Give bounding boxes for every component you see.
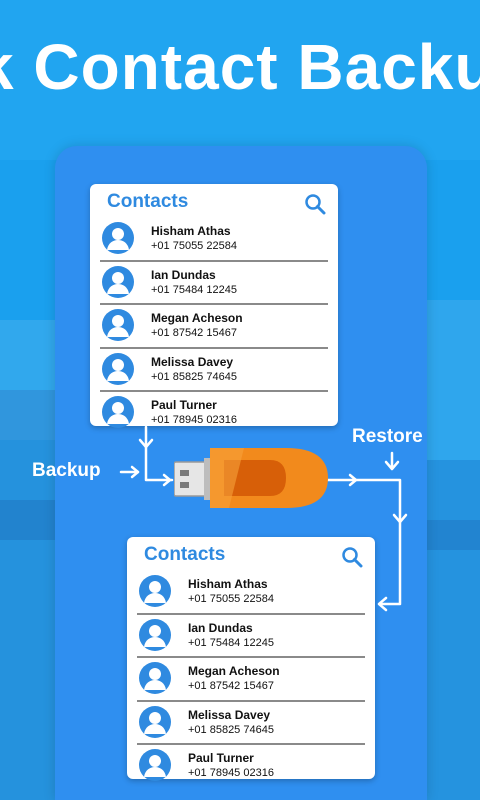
- contact-name: Ian Dundas: [188, 620, 253, 635]
- contact-name: Paul Turner: [151, 398, 217, 413]
- search-icon[interactable]: [341, 546, 363, 568]
- arrow-head-icon: [392, 513, 408, 524]
- headline-banner: k Contact Backup: [0, 22, 480, 112]
- contact-phone: +01 85825 74645: [188, 723, 274, 736]
- restore-connector: [326, 478, 402, 606]
- contact-list: Hisham Athas +01 75055 22584 Ian Dundas …: [100, 218, 328, 434]
- headline-text: k Contact Backup: [0, 31, 480, 103]
- person-avatar-icon: [139, 705, 171, 738]
- person-avatar-icon: [102, 222, 134, 254]
- person-avatar-icon: [139, 618, 171, 651]
- contact-name: Ian Dundas: [151, 267, 216, 282]
- contact-phone: +01 85825 74645: [151, 370, 237, 383]
- contact-list: Hisham Athas +01 75055 22584 Ian Dundas …: [137, 571, 365, 787]
- contacts-card-source: Contacts Hisham Athas +01 75055 22584 Ia…: [90, 184, 338, 429]
- contact-row[interactable]: Megan Acheson +01 87542 15467: [100, 305, 328, 349]
- contact-row[interactable]: Ian Dundas +01 75484 12245: [137, 615, 365, 659]
- search-icon[interactable]: [304, 193, 326, 215]
- contact-phone: +01 75055 22584: [151, 240, 237, 252]
- contact-phone: +01 87542 15467: [151, 327, 237, 340]
- backup-label: Backup: [32, 460, 101, 481]
- contact-name: Megan Acheson: [151, 311, 243, 326]
- arrow-head-icon: [130, 465, 140, 479]
- contact-row[interactable]: Melissa Davey +01 85825 74645: [137, 702, 365, 746]
- person-avatar-icon: [102, 309, 134, 342]
- contact-name: Hisham Athas: [188, 577, 268, 591]
- contact-row[interactable]: Paul Turner +01 78945 02316: [137, 745, 365, 787]
- person-avatar-icon: [139, 749, 171, 782]
- contact-name: Melissa Davey: [188, 707, 271, 722]
- contact-phone: +01 87542 15467: [188, 680, 274, 693]
- contact-row[interactable]: Hisham Athas +01 75055 22584: [137, 571, 365, 615]
- contact-row[interactable]: Ian Dundas +01 75484 12245: [100, 262, 328, 306]
- contact-name: Hisham Athas: [151, 224, 231, 238]
- arrow-head-icon: [162, 473, 172, 487]
- person-avatar-icon: [102, 265, 134, 298]
- arrow-head-icon: [348, 473, 358, 487]
- card-title: Contacts: [107, 191, 189, 212]
- contact-name: Melissa Davey: [151, 354, 234, 369]
- contact-row[interactable]: Hisham Athas +01 75055 22584: [100, 218, 328, 262]
- arrow-head-icon: [138, 438, 154, 449]
- card-title: Contacts: [144, 544, 226, 565]
- arrow-head-icon: [384, 460, 400, 471]
- contact-name: Paul Turner: [188, 751, 254, 766]
- contact-phone: +01 75484 12245: [188, 636, 274, 649]
- contact-phone: +01 78945 02316: [151, 414, 237, 427]
- contact-row[interactable]: Megan Acheson +01 87542 15467: [137, 658, 365, 702]
- person-avatar-icon: [139, 662, 171, 695]
- contact-phone: +01 75055 22584: [188, 593, 274, 605]
- person-avatar-icon: [102, 352, 134, 385]
- contact-name: Megan Acheson: [188, 664, 280, 679]
- usb-drive-icon: [174, 448, 328, 508]
- contact-row[interactable]: Melissa Davey +01 85825 74645: [100, 349, 328, 393]
- backup-connector: [144, 425, 174, 482]
- person-avatar-icon: [139, 575, 171, 607]
- arrow-head-icon: [377, 596, 388, 612]
- contact-row[interactable]: Paul Turner +01 78945 02316: [100, 392, 328, 434]
- contact-phone: +01 78945 02316: [188, 767, 274, 780]
- contacts-card-restored: Contacts Hisham Athas +01 75055 22584 Ia…: [127, 537, 375, 782]
- contact-phone: +01 75484 12245: [151, 283, 237, 296]
- restore-label: Restore: [352, 426, 423, 447]
- person-avatar-icon: [102, 396, 134, 429]
